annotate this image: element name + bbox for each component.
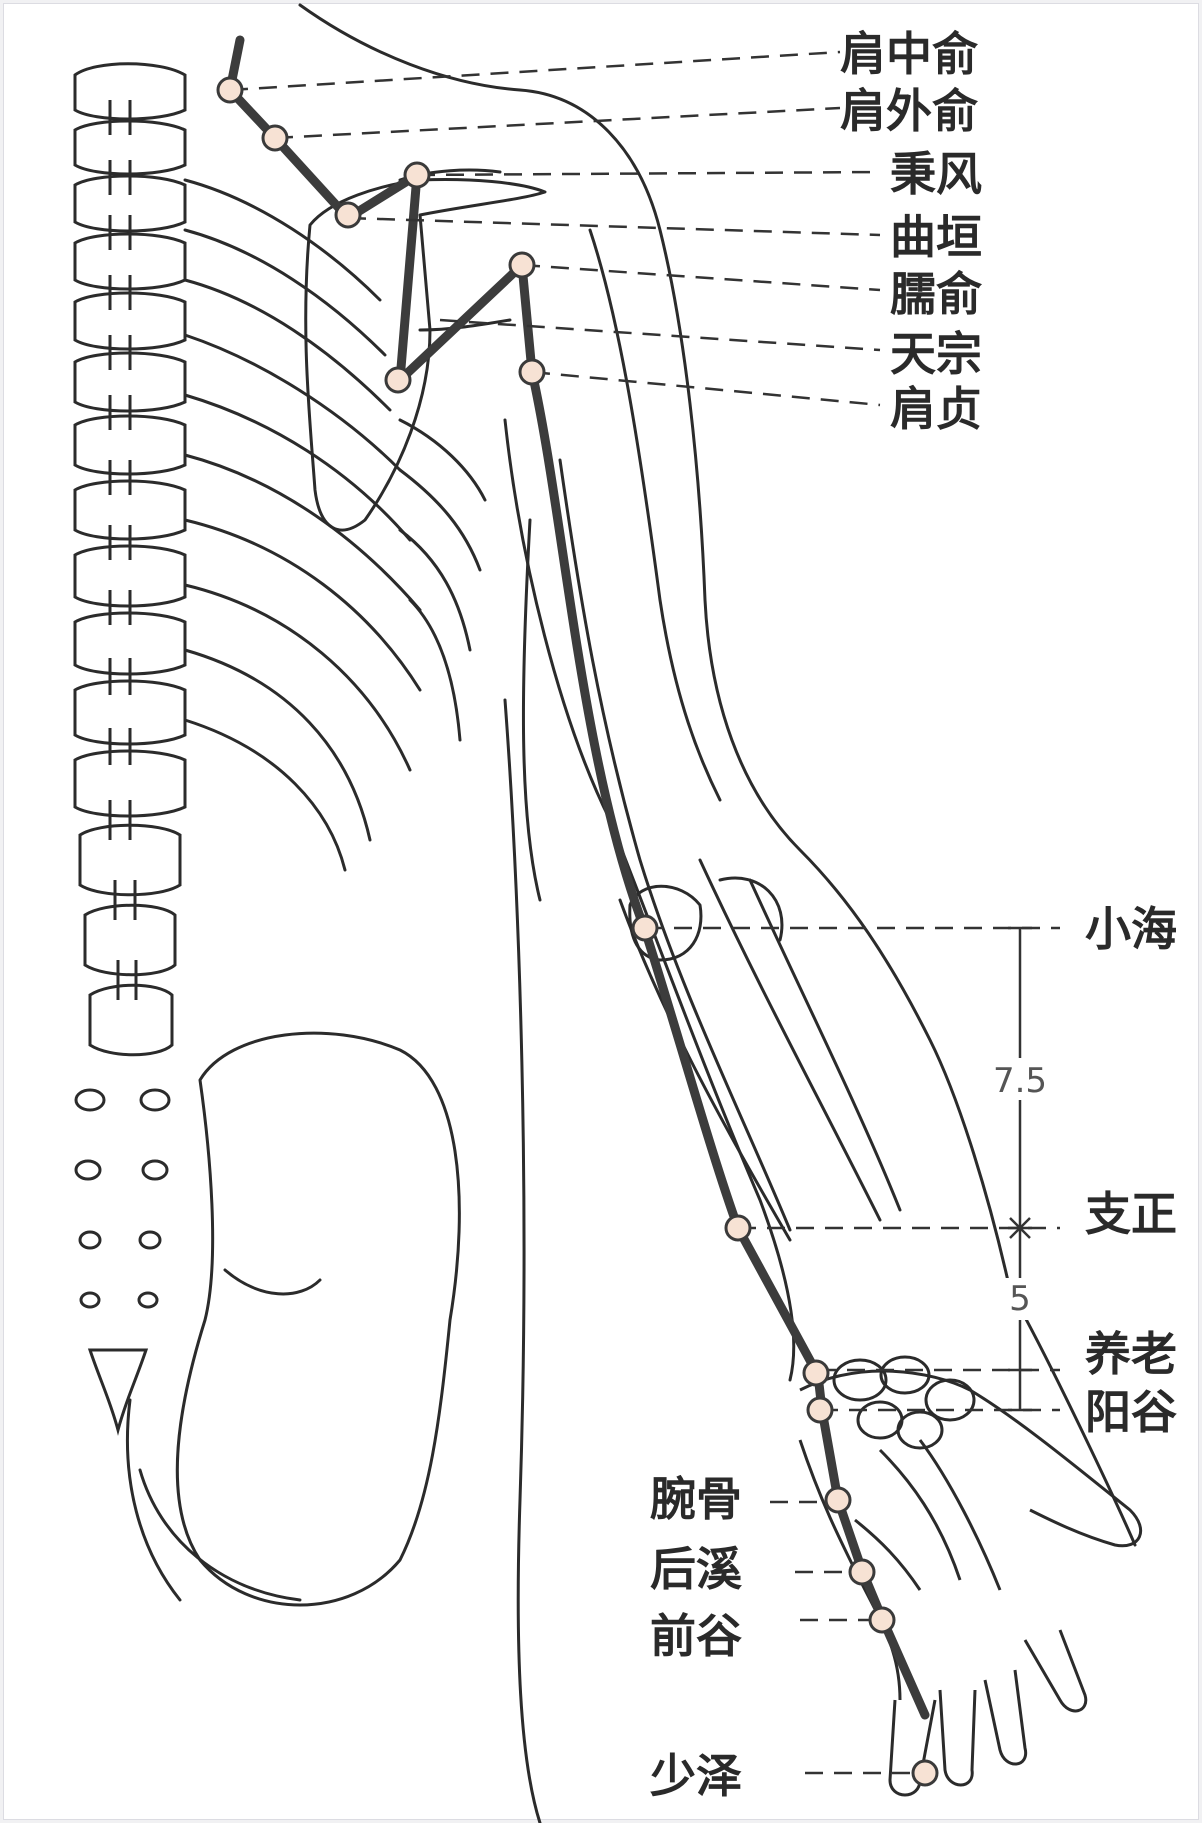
point-jianwaishu (261, 124, 289, 152)
point-qiangu (868, 1606, 896, 1634)
point-zhizheng (724, 1214, 752, 1242)
point-bingfeng (403, 161, 431, 189)
label-xiaohai: 小海 (1085, 902, 1177, 956)
label-yanglao: 养老 (1085, 1327, 1177, 1381)
dimension-lower-label: 5 (1009, 1279, 1031, 1319)
label-wangu: 腕骨 (650, 1472, 742, 1526)
label-jianzhen: 肩贞 (890, 382, 982, 436)
label-quyuan: 曲垣 (890, 210, 982, 264)
small-intestine-meridian-line (225, 35, 930, 1720)
label-qiangu: 前谷 (650, 1609, 742, 1663)
spine (73, 62, 187, 1436)
point-xiaohai (631, 914, 659, 942)
label-tianzong: 天宗 (890, 327, 982, 381)
label-naoshu: 臑俞 (890, 267, 983, 321)
dimension-upper-label: 7.5 (993, 1061, 1047, 1101)
anatomy-outline (126, 3, 1137, 1823)
label-yanggu: 阳谷 (1085, 1385, 1177, 1439)
acupoints (216, 76, 939, 1787)
point-yanglao (802, 1359, 830, 1387)
figure-frame (3, 3, 1199, 1820)
point-tianzong (384, 366, 412, 394)
point-quyuan (334, 201, 362, 229)
spine-processes (108, 100, 138, 1000)
label-houxi: 后溪 (650, 1542, 743, 1596)
point-shaoze (911, 1759, 939, 1787)
point-jianzhen (518, 358, 546, 386)
point-labels: 肩中俞 肩外俞 秉风 曲垣 臑俞 天宗 肩贞 小海 支正 养老 阳谷 腕骨 后溪… (650, 27, 1177, 1803)
label-zhizheng: 支正 (1085, 1187, 1177, 1241)
dimension-markers (1008, 926, 1032, 1412)
label-shaoze: 少泽 (650, 1749, 742, 1803)
label-jianwaishu: 肩外俞 (840, 84, 979, 138)
dim-lower-bg (1000, 1278, 1040, 1320)
point-yanggu (806, 1396, 834, 1424)
hand (798, 1355, 1143, 1797)
label-bingfeng: 秉风 (890, 147, 982, 201)
dim-upper-bg (985, 1058, 1055, 1100)
point-wangu (824, 1486, 852, 1514)
point-jianzhongshu (216, 76, 244, 104)
leader-lines (229, 50, 1060, 1775)
point-naoshu (508, 251, 536, 279)
point-houxi (848, 1558, 876, 1586)
label-jianzhongshu: 肩中俞 (840, 27, 979, 81)
